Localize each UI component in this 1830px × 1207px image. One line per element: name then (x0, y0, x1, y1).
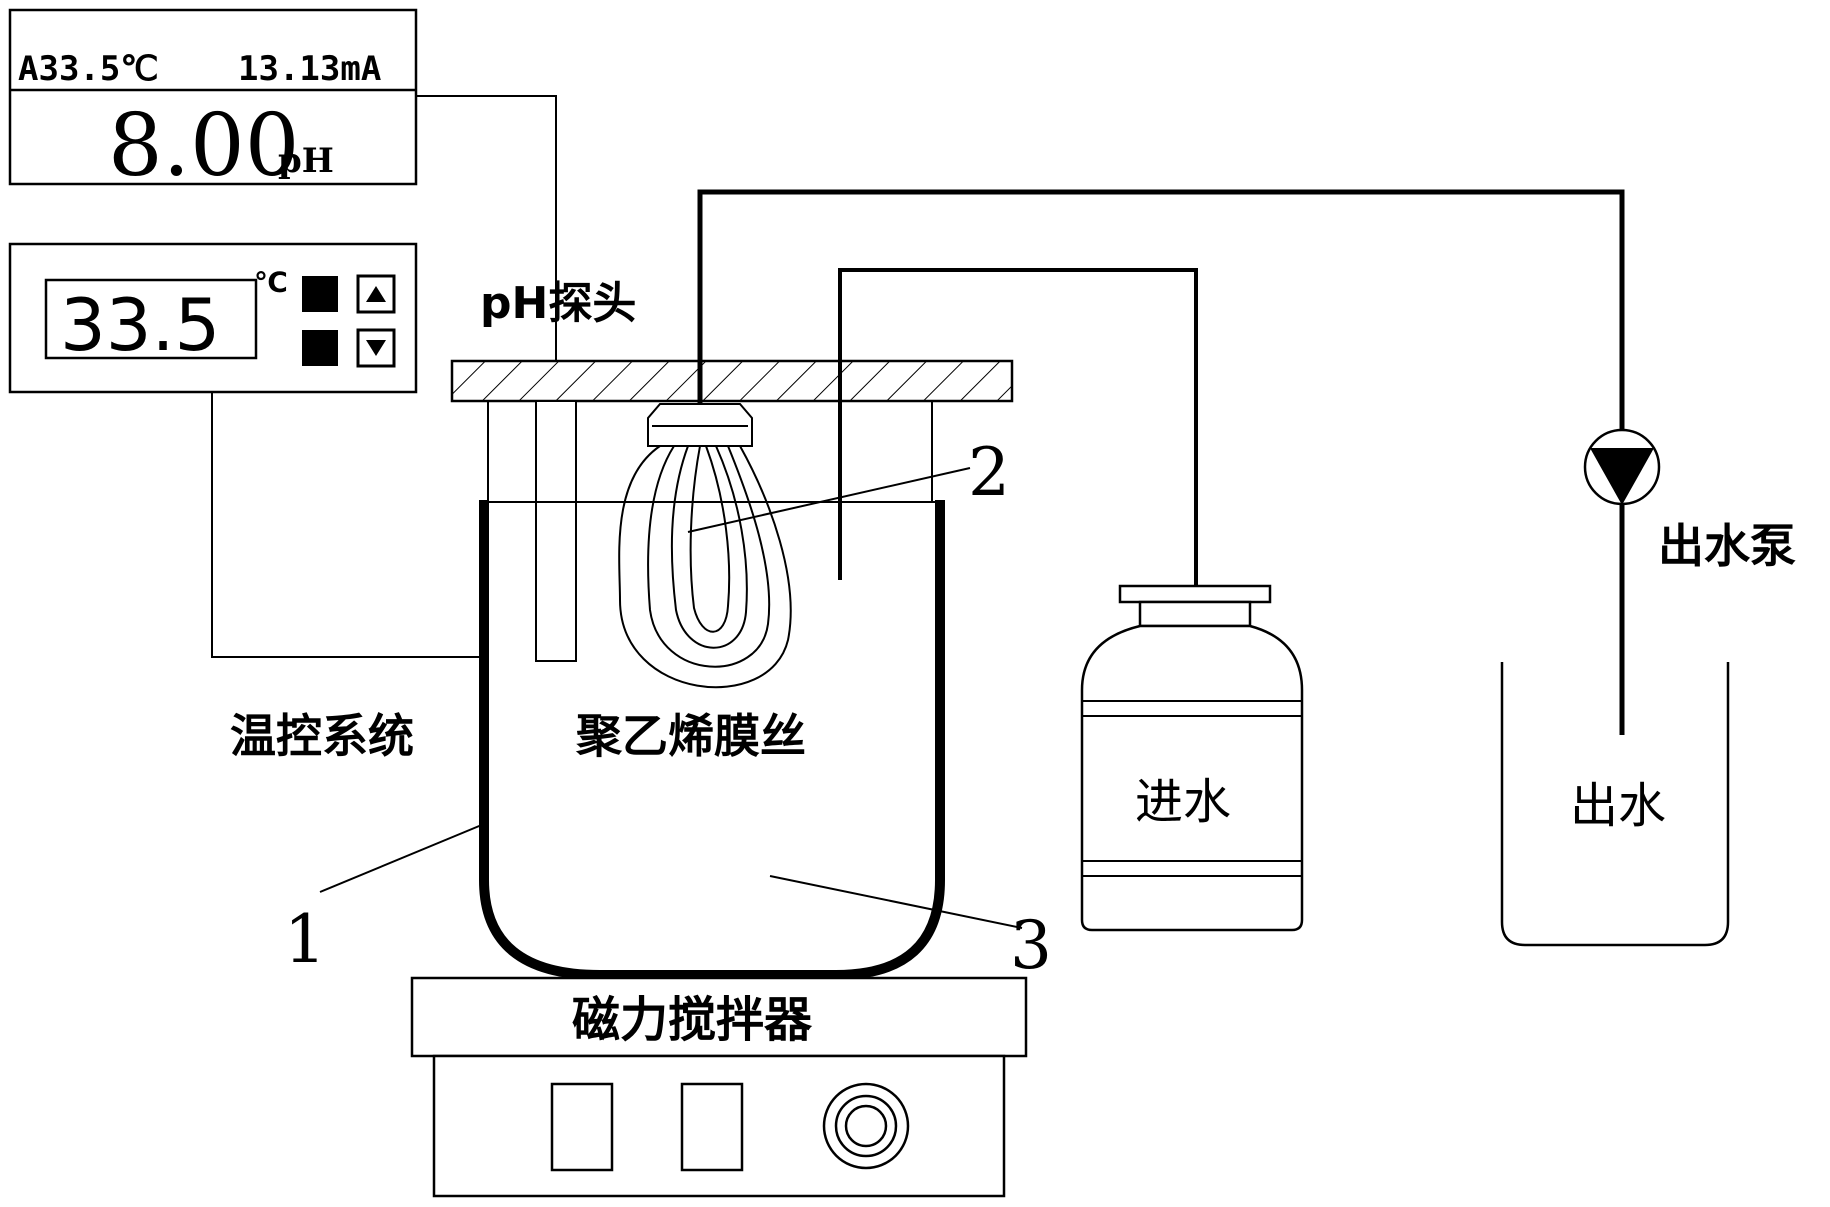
ph-probe-label: pH探头 (480, 278, 636, 329)
membrane-fiber-label: 聚乙烯膜丝 (575, 709, 806, 763)
temp-control-system-label: 温控系统 (230, 709, 414, 763)
callout-line-3 (769, 875, 1023, 929)
down-arrow-button[interactable] (356, 328, 396, 368)
temp-control-cable (211, 392, 484, 658)
temp-display-unit: ℃ (254, 266, 288, 299)
ph-meter-value: 8.00 (108, 96, 299, 196)
outlet-beaker (1500, 662, 1730, 947)
callout-line-2 (687, 467, 971, 533)
pump-triangle-icon (1590, 448, 1654, 505)
callout-number-3: 3 (1010, 907, 1052, 984)
control-button-square[interactable] (302, 276, 338, 312)
ph-meter-unit: pH (278, 141, 334, 181)
ph-meter: A33.5℃ 13.13mA 8.00 pH (8, 8, 418, 196)
reactor-vessel (479, 500, 945, 980)
water-in-label: 进水 (1135, 774, 1231, 830)
temp-display-screen (44, 278, 258, 360)
up-arrow-icon (366, 286, 386, 302)
control-button-square[interactable] (302, 330, 338, 366)
reactor-jacket (479, 500, 945, 980)
callout-number-1: 1 (284, 901, 326, 978)
inlet-bottle (1080, 584, 1304, 932)
temperature-controller: 33.5 ℃ (8, 242, 418, 394)
ph-meter-temp-reading: A33.5℃ (18, 49, 159, 89)
ph-probe (535, 400, 577, 662)
down-arrow-icon (366, 340, 386, 356)
stirrer-knob[interactable] (822, 1082, 910, 1170)
callout-number-2: 2 (968, 434, 1010, 511)
magnetic-stirrer: 磁力搅拌器 (410, 976, 1028, 1198)
outlet-pump (1583, 428, 1661, 506)
reactor-lid (450, 359, 1014, 403)
ph-meter-cable (416, 95, 557, 361)
ph-meter-current-reading: 13.13mA (238, 49, 381, 89)
membrane-module (618, 403, 792, 689)
up-arrow-button[interactable] (356, 274, 396, 314)
stirrer-switch[interactable] (550, 1082, 614, 1172)
magnetic-stirrer-label: 磁力搅拌器 (572, 992, 813, 1048)
water-out-label: 出水 (1570, 778, 1666, 834)
inlet-pipe (838, 268, 1198, 586)
callout-line-1 (319, 823, 485, 893)
outlet-pump-label: 出水泵 (1658, 519, 1796, 573)
temp-display-value: 33.5 (60, 283, 220, 367)
stirrer-switch[interactable] (680, 1082, 744, 1172)
